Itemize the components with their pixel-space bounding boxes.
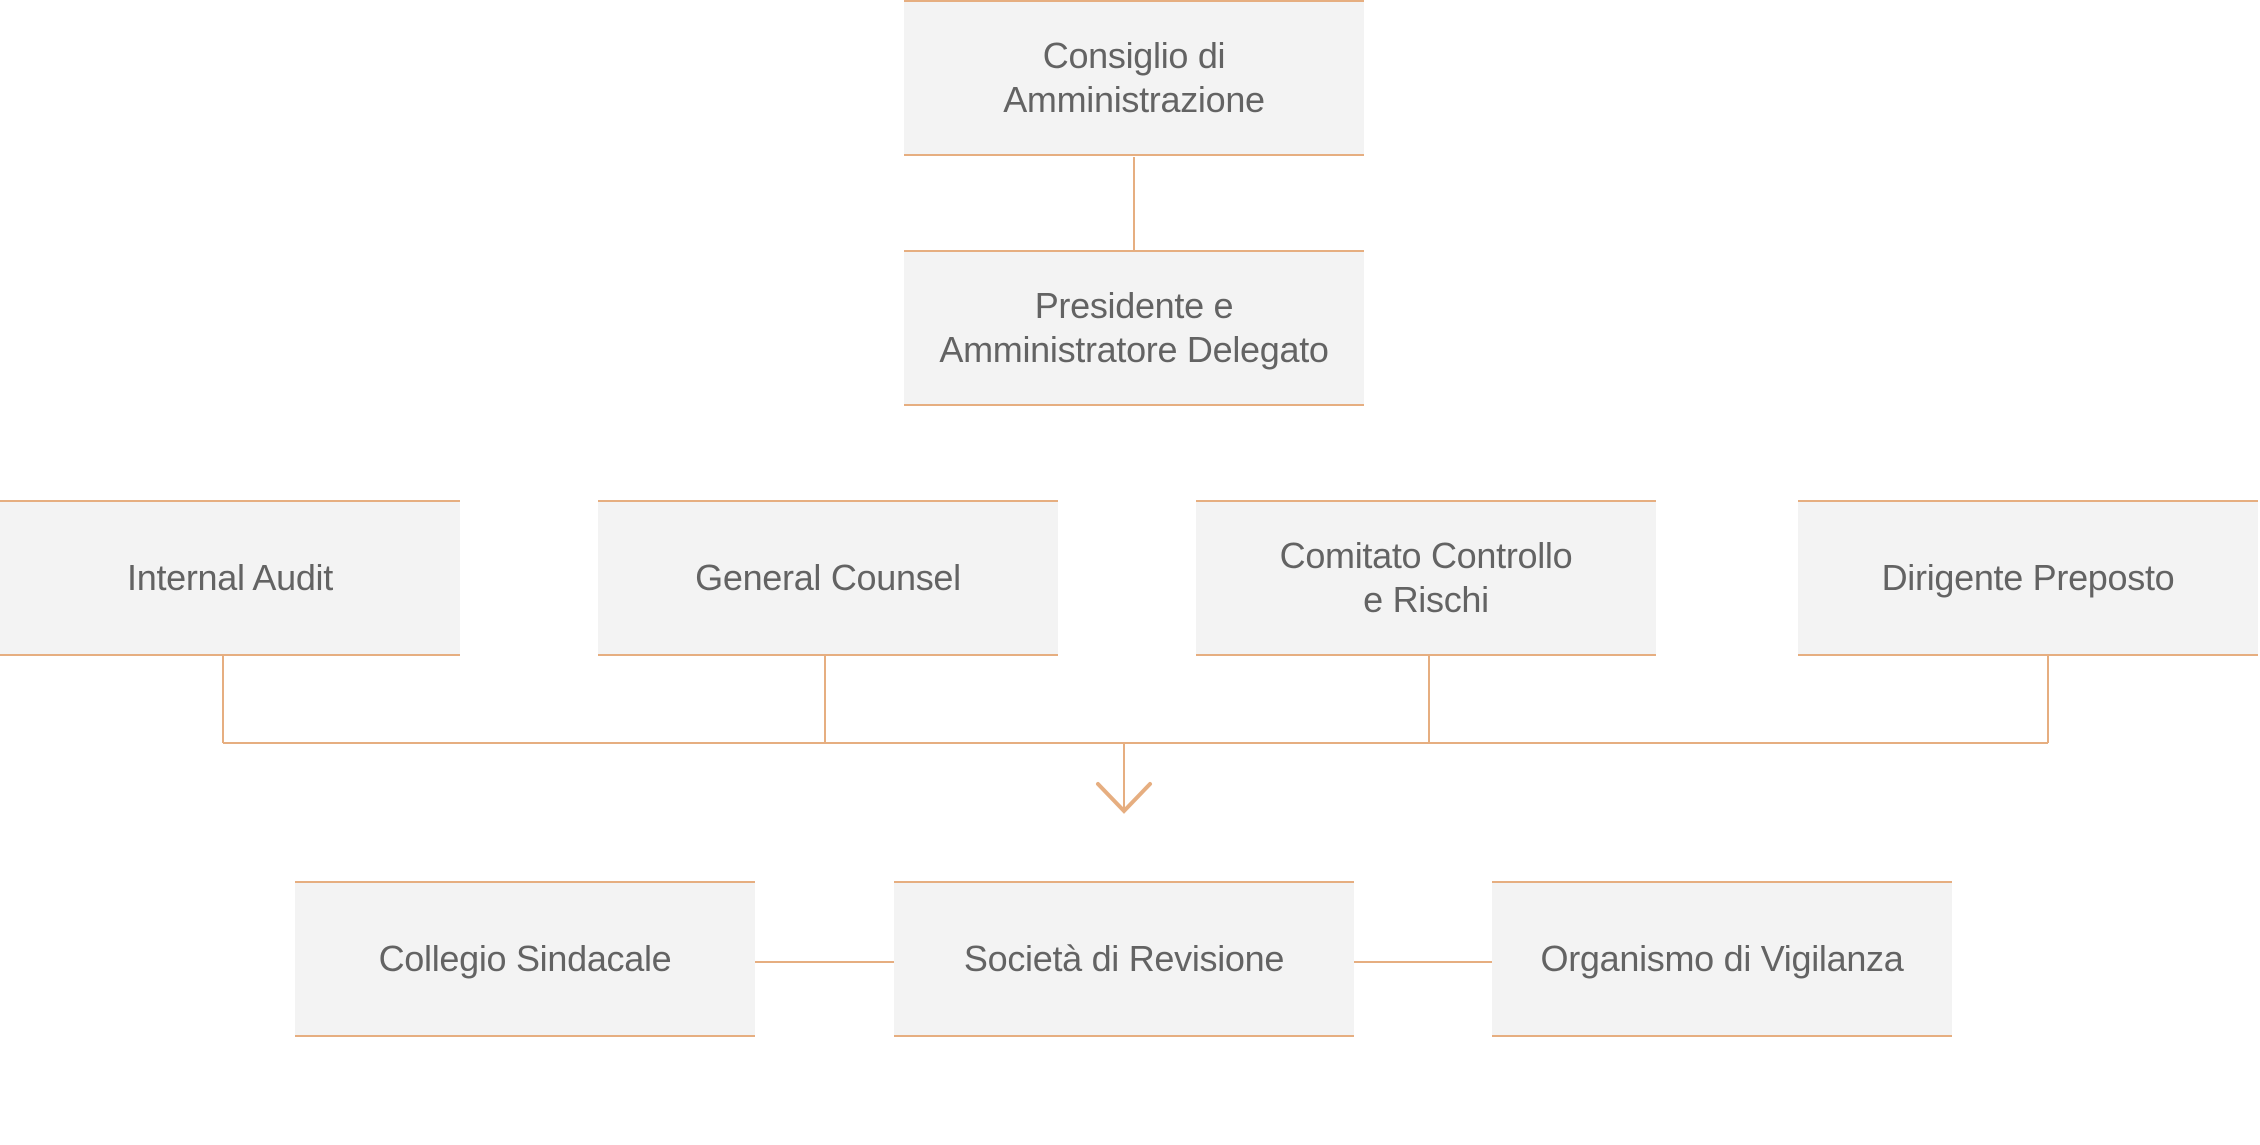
- node-label: Internal Audit: [127, 557, 333, 598]
- chevron-down-icon: [1096, 782, 1152, 814]
- node-label: Organismo di Vigilanza: [1540, 938, 1904, 979]
- node-comitato-controllo-e-rischi: Comitato Controllo e Rischi: [1196, 500, 1656, 656]
- node-label: Società di Revisione: [963, 938, 1285, 979]
- node-label: Collegio Sindacale: [378, 938, 672, 979]
- node-internal-audit: Internal Audit: [0, 500, 460, 656]
- node-societa-di-revisione: Società di Revisione: [894, 881, 1354, 1037]
- node-label: Presidente e Amministratore Delegato: [939, 285, 1329, 370]
- node-label: Consiglio di Amministrazione: [1003, 35, 1265, 120]
- node-label: General Counsel: [695, 557, 961, 598]
- node-consiglio-di-amministrazione: Consiglio di Amministrazione: [904, 0, 1364, 156]
- node-label: Dirigente Preposto: [1881, 557, 2175, 598]
- node-dirigente-preposto: Dirigente Preposto: [1798, 500, 2258, 656]
- node-general-counsel: General Counsel: [598, 500, 1058, 656]
- node-label: Comitato Controllo e Rischi: [1279, 535, 1573, 620]
- node-presidente-e-amministratore-delegato: Presidente e Amministratore Delegato: [904, 250, 1364, 406]
- node-organismo-di-vigilanza: Organismo di Vigilanza: [1492, 881, 1952, 1037]
- node-collegio-sindacale: Collegio Sindacale: [295, 881, 755, 1037]
